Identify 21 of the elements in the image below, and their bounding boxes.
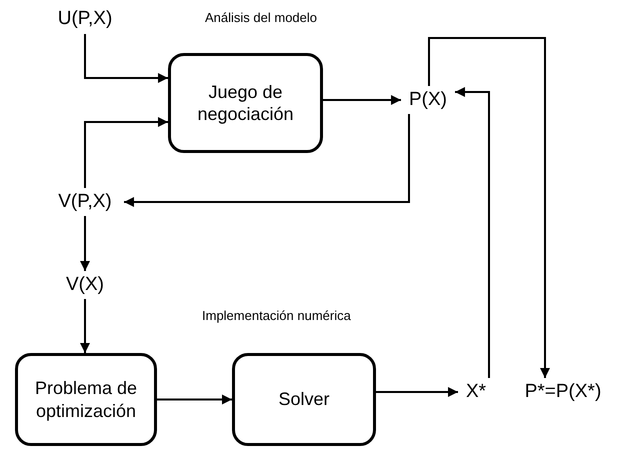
process-box: Solver [232,353,376,446]
section-heading: Implementación numérica [202,307,351,325]
section-heading: Análisis del modelo [205,9,318,27]
process-box: Problema de optimización [15,353,157,446]
variable-label: V(P,X) [46,188,124,216]
arrow [84,117,168,188]
process-box: Juego de negociación [168,53,323,153]
arrow [428,37,550,378]
arrow [376,387,458,397]
arrow [84,34,168,83]
variable-label: P(X) [401,86,455,114]
arrow [157,394,232,404]
variable-label: V(X) [56,271,114,299]
arrow [80,216,90,271]
arrow [455,87,490,378]
variable-label: P*=P(X*) [500,378,626,406]
arrow [80,299,90,353]
variable-label: U(P,X) [48,4,122,34]
arrow [323,95,401,105]
variable-label: X* [458,378,494,406]
arrow [124,114,410,207]
